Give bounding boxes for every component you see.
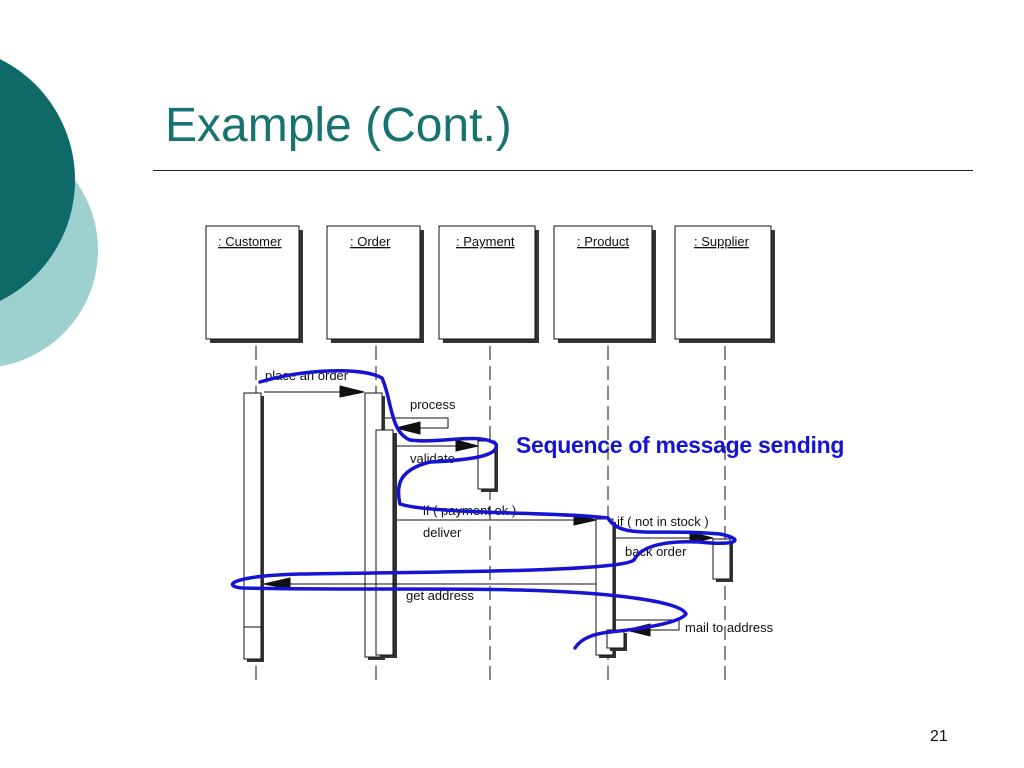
object-label-product: : Product [577, 234, 629, 249]
object-label-supplier: : Supplier [694, 234, 750, 249]
object-customer: : Customer [205, 225, 303, 343]
message-deliver: deliver [423, 525, 462, 540]
title-divider [153, 170, 973, 171]
message-if-not-in-stock: if ( not in stock ) [617, 514, 709, 529]
message-get-address: get address [406, 588, 474, 603]
page-number: 21 [930, 728, 948, 745]
object-order: : Order [326, 225, 424, 343]
message-back-order: back order [625, 544, 687, 559]
message-mail-to-address: mail to address [685, 620, 774, 635]
slide-title: Example (Cont.) [165, 99, 512, 152]
object-label-customer: : Customer [218, 234, 282, 249]
object-label-order: : Order [350, 234, 391, 249]
message-validate: validate [410, 451, 455, 466]
dark-teal-circle [0, 59, 75, 301]
object-payment: : Payment [438, 225, 539, 343]
annotation-text: Sequence of message sending [516, 432, 845, 458]
object-product: : Product [553, 225, 656, 343]
object-label-payment: : Payment [456, 234, 515, 249]
object-supplier: : Supplier [674, 225, 775, 343]
activation-bars [243, 392, 733, 662]
hand-drawn-sequence-stroke [230, 369, 737, 650]
message-process: process [410, 397, 456, 412]
